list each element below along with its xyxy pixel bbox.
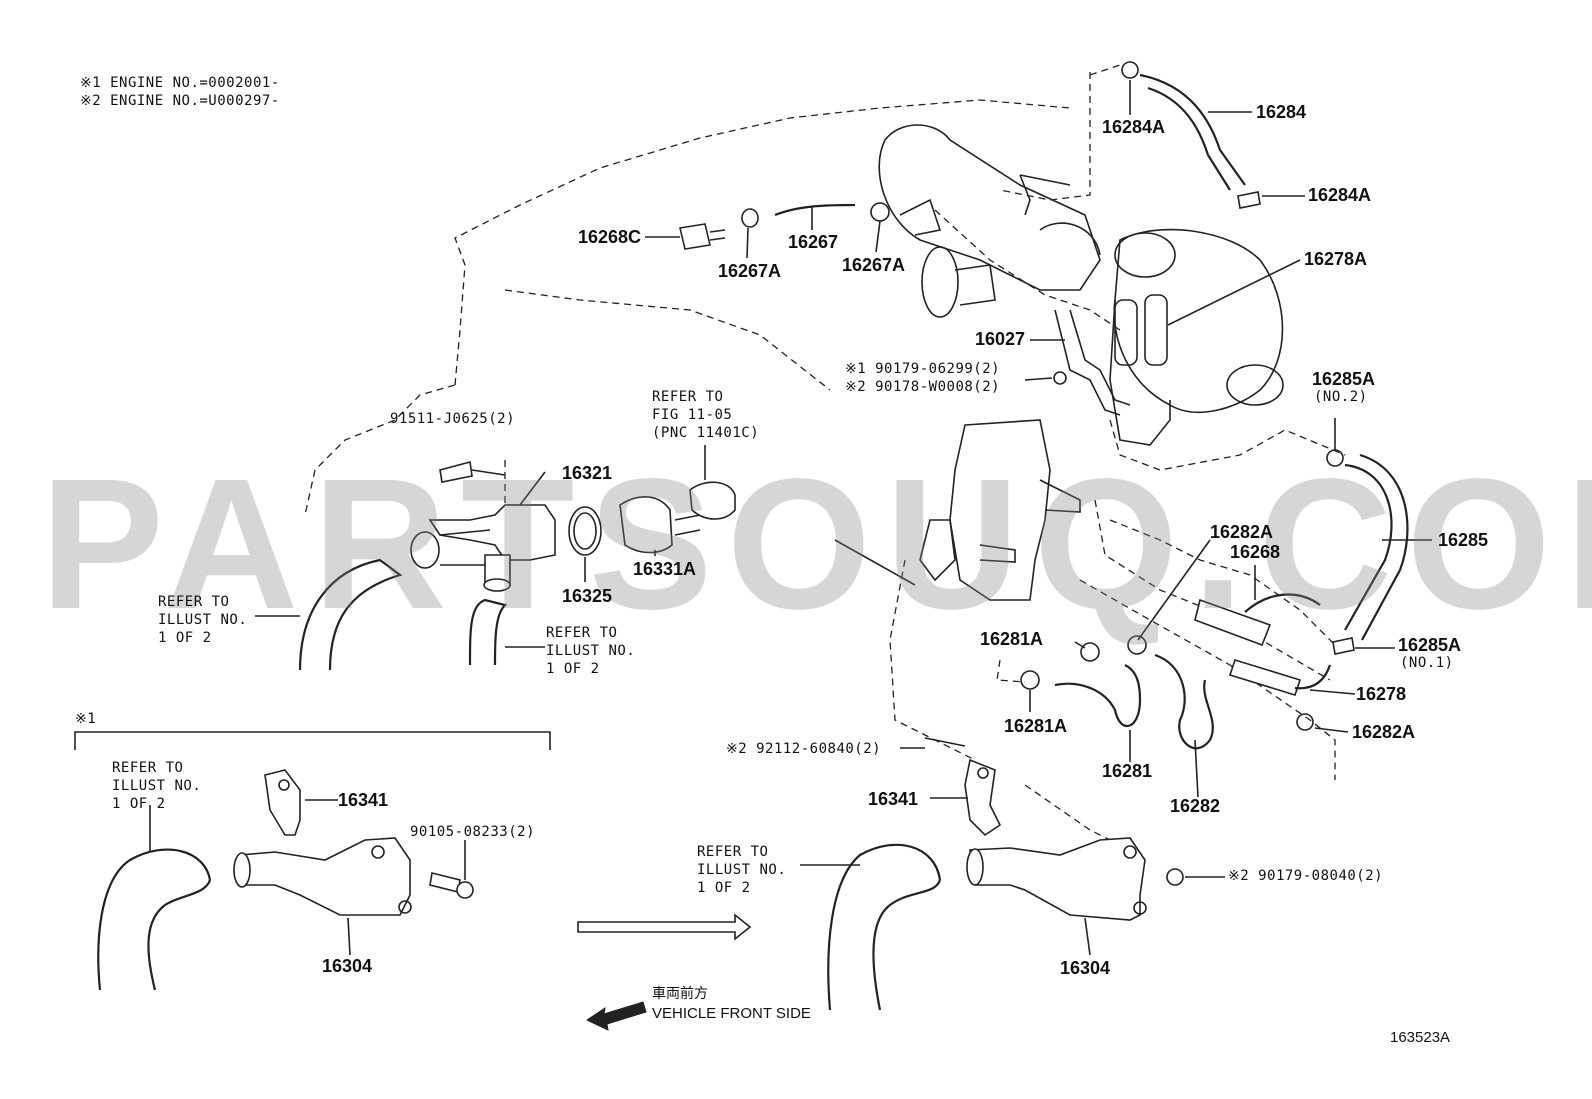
bolt-90179-06299[interactable]: ※1 90179-06299(2) bbox=[845, 361, 1001, 377]
part-16304-left[interactable]: 16304 bbox=[322, 956, 373, 976]
part-16331A[interactable]: 16331A bbox=[633, 559, 697, 579]
part-16284A-top[interactable]: 16284A bbox=[1102, 117, 1166, 137]
diagram-id: 163523A bbox=[1390, 1029, 1451, 1046]
part-16282A-top[interactable]: 16282A bbox=[1210, 522, 1274, 542]
watermark: PARTSOUQ.COM bbox=[40, 441, 1592, 648]
part-16278[interactable]: 16278 bbox=[1356, 684, 1407, 704]
part-16284[interactable]: 16284 bbox=[1256, 102, 1307, 122]
part-16267A-left[interactable]: 16267A bbox=[718, 261, 782, 281]
refer-illust-note-4[interactable]: REFER TO ILLUST NO. 1 OF 2 bbox=[697, 844, 787, 896]
part-16281A-bottom[interactable]: 16281A bbox=[1004, 716, 1068, 736]
part-16278A[interactable]: 16278A bbox=[1304, 249, 1368, 269]
part-16341-left[interactable]: 16341 bbox=[338, 790, 389, 810]
part-16341-right[interactable]: 16341 bbox=[868, 789, 919, 809]
front-side-en: VEHICLE FRONT SIDE bbox=[652, 1005, 811, 1022]
part-16268[interactable]: 16268 bbox=[1230, 542, 1281, 562]
refer-illust-note-3[interactable]: REFER TO ILLUST NO. 1 OF 2 bbox=[112, 760, 202, 812]
part-16268C[interactable]: 16268C bbox=[578, 227, 642, 247]
part-16282[interactable]: 16282 bbox=[1170, 796, 1221, 816]
part-16284A-right[interactable]: 16284A bbox=[1308, 185, 1372, 205]
bolt-90178-W0008[interactable]: ※2 90178-W0008(2) bbox=[845, 379, 1001, 395]
part-16281A-top[interactable]: 16281A bbox=[980, 629, 1044, 649]
part-16304-right[interactable]: 16304 bbox=[1060, 958, 1111, 978]
bolt-90105-08233[interactable]: 90105-08233(2) bbox=[410, 824, 536, 840]
part-16267A-right[interactable]: 16267A bbox=[842, 255, 906, 275]
nut-90179-08040[interactable]: ※2 90179-08040(2) bbox=[1228, 868, 1384, 884]
part-16285A-no2[interactable]: 16285A bbox=[1312, 369, 1376, 389]
front-side-jp: 車両前方 bbox=[652, 986, 708, 1002]
part-16285A-no2-sub: (NO.2) bbox=[1314, 389, 1368, 405]
variant-label: ※1 bbox=[75, 711, 97, 727]
part-16285A-no1[interactable]: 16285A bbox=[1398, 635, 1462, 655]
engine-note-2: ※2 ENGINE NO.=U000297- bbox=[80, 93, 280, 109]
part-16027[interactable]: 16027 bbox=[975, 329, 1026, 349]
refer-illust-note-1[interactable]: REFER TO ILLUST NO. 1 OF 2 bbox=[158, 594, 248, 646]
part-16285[interactable]: 16285 bbox=[1438, 530, 1489, 550]
engine-outline bbox=[454, 99, 1071, 386]
bolt-91511-J0625[interactable]: 91511-J0625(2) bbox=[390, 411, 516, 427]
refer-illust-note-2[interactable]: REFER TO ILLUST NO. 1 OF 2 bbox=[546, 625, 636, 677]
part-16321[interactable]: 16321 bbox=[562, 463, 613, 483]
part-16281[interactable]: 16281 bbox=[1102, 761, 1153, 781]
part-16325[interactable]: 16325 bbox=[562, 586, 613, 606]
leader-lines bbox=[149, 80, 1432, 956]
refer-fig-note[interactable]: REFER TO FIG 11-05 (PNC 11401C) bbox=[652, 389, 760, 441]
part-16285A-no1-sub: (NO.1) bbox=[1400, 655, 1454, 671]
part-16282A-bottom[interactable]: 16282A bbox=[1352, 722, 1416, 742]
part-16267[interactable]: 16267 bbox=[788, 232, 839, 252]
engine-note-1: ※1 ENGINE NO.=0002001- bbox=[80, 75, 280, 91]
stud-92112-60840[interactable]: ※2 92112-60840(2) bbox=[726, 741, 882, 757]
